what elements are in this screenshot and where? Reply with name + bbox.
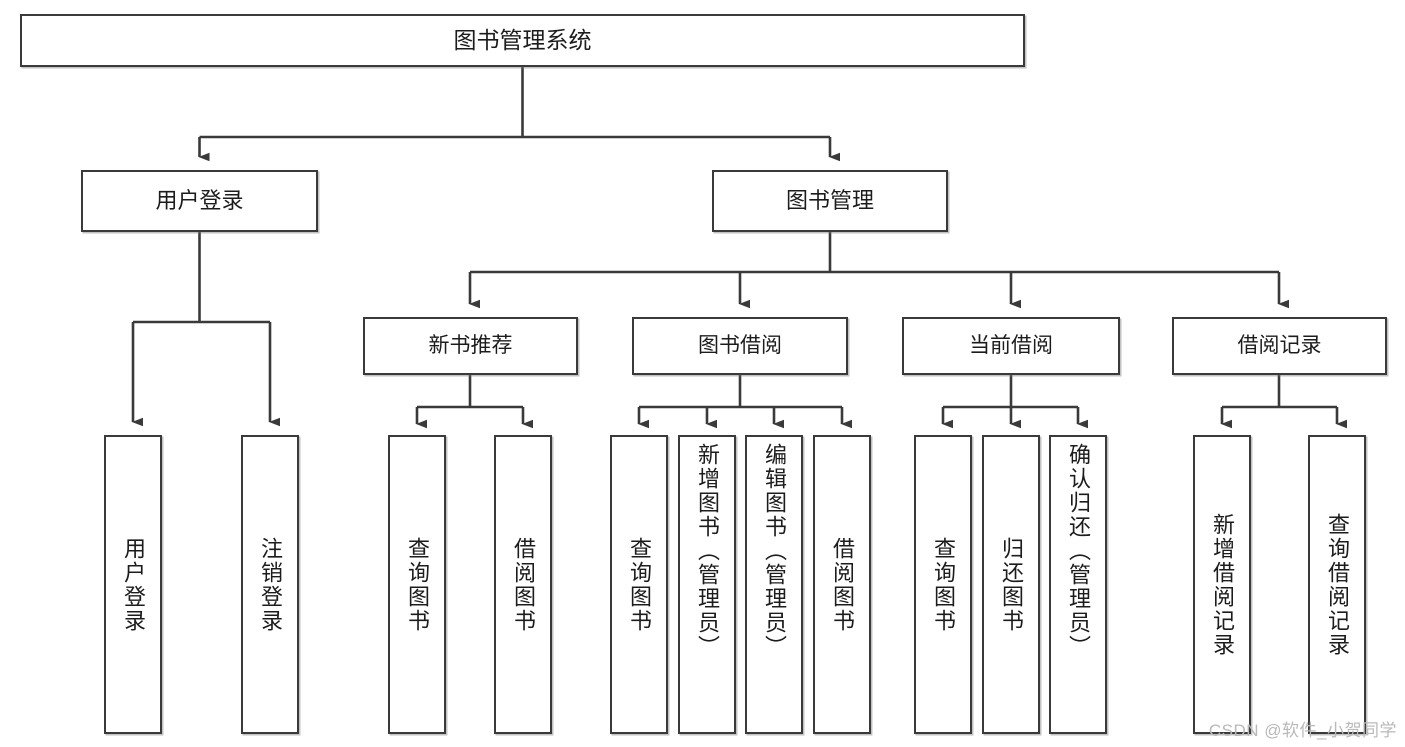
node-current-borrow[interactable]: 当前借阅 [902, 317, 1120, 375]
node-book-borrow-label: 图书借阅 [698, 334, 782, 358]
node-leaf-confirm-return-label: 确认归还（管理员） [1066, 443, 1091, 659]
node-root[interactable]: 图书管理系统 [20, 14, 1025, 67]
node-leaf-return-book-label: 归还图书 [999, 536, 1024, 633]
node-leaf-add-book-label: 新增图书（管理员） [695, 443, 720, 659]
node-new-book-rec[interactable]: 新书推荐 [363, 317, 578, 375]
node-leaf-query-book-2-label: 查询图书 [627, 536, 652, 633]
node-leaf-query-book-3-label: 查询图书 [931, 536, 956, 633]
node-leaf-borrow-book-2[interactable]: 借阅图书 [813, 435, 871, 734]
node-leaf-add-book[interactable]: 新增图书（管理员） [678, 435, 736, 734]
node-leaf-add-record[interactable]: 新增借阅记录 [1193, 435, 1251, 734]
node-user-login-label: 用户登录 [155, 187, 244, 213]
node-book-manage[interactable]: 图书管理 [712, 170, 948, 232]
node-root-label: 图书管理系统 [453, 26, 592, 53]
node-leaf-confirm-return[interactable]: 确认归还（管理员） [1049, 435, 1107, 734]
node-borrow-record-label: 借阅记录 [1237, 334, 1322, 358]
node-leaf-add-record-label: 新增借阅记录 [1210, 512, 1235, 657]
node-leaf-borrow-book-2-label: 借阅图书 [830, 536, 855, 633]
node-new-book-rec-label: 新书推荐 [428, 334, 513, 358]
node-user-login[interactable]: 用户登录 [81, 170, 318, 232]
node-leaf-borrow-book-1-label: 借阅图书 [511, 536, 536, 633]
node-current-borrow-label: 当前借阅 [969, 334, 1053, 358]
node-leaf-user-login[interactable]: 用户登录 [104, 435, 162, 734]
node-leaf-query-book-2[interactable]: 查询图书 [610, 435, 668, 734]
node-leaf-user-login-label: 用户登录 [121, 536, 146, 633]
node-leaf-edit-book-label: 编辑图书（管理员） [762, 443, 787, 659]
node-leaf-query-record[interactable]: 查询借阅记录 [1308, 435, 1366, 734]
node-leaf-logout[interactable]: 注销登录 [241, 435, 299, 734]
node-leaf-borrow-book-1[interactable]: 借阅图书 [494, 435, 552, 734]
node-book-manage-label: 图书管理 [785, 187, 874, 213]
node-borrow-record[interactable]: 借阅记录 [1172, 317, 1387, 375]
node-leaf-query-record-label: 查询借阅记录 [1325, 512, 1350, 657]
node-leaf-edit-book[interactable]: 编辑图书（管理员） [745, 435, 803, 734]
node-leaf-query-book-1[interactable]: 查询图书 [388, 435, 446, 734]
node-leaf-return-book[interactable]: 归还图书 [982, 435, 1040, 734]
node-leaf-query-book-1-label: 查询图书 [405, 536, 430, 633]
node-leaf-logout-label: 注销登录 [258, 536, 283, 633]
node-leaf-query-book-3[interactable]: 查询图书 [914, 435, 972, 734]
node-book-borrow[interactable]: 图书借阅 [632, 317, 848, 375]
